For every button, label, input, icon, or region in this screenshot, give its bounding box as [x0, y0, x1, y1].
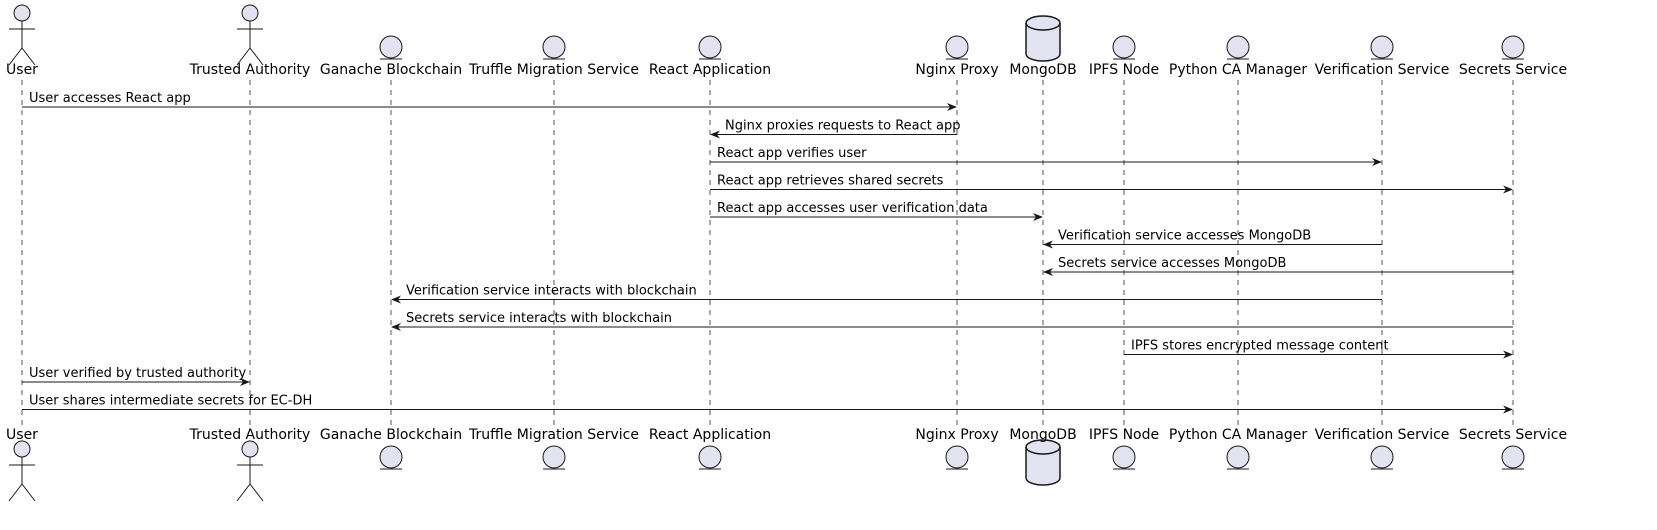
- message-label: React app accesses user verification dat…: [717, 201, 988, 216]
- participant-verif-bottom: Verification Service: [1315, 427, 1450, 470]
- message-12: User shares intermediate secrets for EC-…: [22, 394, 1513, 414]
- participant-truffle-bottom: Truffle Migration Service: [468, 427, 639, 470]
- message-8: Verification service interacts with bloc…: [391, 284, 1382, 304]
- participant-label: Truffle Migration Service: [468, 427, 639, 443]
- message-label: Verification service interacts with bloc…: [406, 284, 697, 299]
- participant-label: Trusted Authority: [189, 427, 311, 443]
- message-10: IPFS stores encrypted message content: [1124, 339, 1513, 359]
- participant-ta-top: Trusted Authority: [189, 4, 311, 78]
- participant-label: Ganache Blockchain: [320, 427, 462, 443]
- message-label: Nginx proxies requests to React app: [725, 119, 961, 134]
- message-3: React app verifies user: [710, 146, 1382, 166]
- participant-label: Nginx Proxy: [915, 427, 998, 443]
- message-7: Secrets service accesses MongoDB: [1043, 256, 1513, 276]
- participant-label: MongoDB: [1009, 427, 1076, 443]
- message-label: User shares intermediate secrets for EC-…: [29, 394, 312, 409]
- participant-label: Verification Service: [1315, 427, 1450, 443]
- message-9: Secrets service interacts with blockchai…: [391, 311, 1513, 331]
- message-label: IPFS stores encrypted message content: [1131, 339, 1389, 354]
- participant-nginx-top: Nginx Proxy: [915, 35, 999, 78]
- message-5: React app accesses user verification dat…: [710, 201, 1043, 221]
- message-label: React app verifies user: [717, 146, 867, 161]
- participant-label: Verification Service: [1315, 62, 1450, 78]
- message-4: React app retrieves shared secrets: [710, 174, 1513, 194]
- message-label: Verification service accesses MongoDB: [1058, 229, 1311, 244]
- message-label: React app retrieves shared secrets: [717, 174, 944, 189]
- participant-label: MongoDB: [1009, 62, 1076, 78]
- participant-label: User: [6, 62, 38, 78]
- participant-label: Nginx Proxy: [915, 62, 998, 78]
- participant-secrets-top: Secrets Service: [1459, 35, 1567, 78]
- participant-label: Truffle Migration Service: [468, 62, 639, 78]
- participant-nginx-bottom: Nginx Proxy: [915, 427, 999, 470]
- participant-label: Secrets Service: [1459, 62, 1567, 78]
- participant-ganache-top: Ganache Blockchain: [320, 35, 462, 78]
- participant-verif-top: Verification Service: [1315, 35, 1450, 78]
- message-label: User accesses React app: [29, 91, 191, 106]
- participant-label: Python CA Manager: [1169, 427, 1307, 443]
- message-label: User verified by trusted authority: [29, 366, 247, 381]
- participant-label: IPFS Node: [1089, 62, 1159, 78]
- participant-pyca-bottom: Python CA Manager: [1169, 427, 1307, 470]
- participant-label: Secrets Service: [1459, 427, 1567, 443]
- participant-label: React Application: [649, 427, 771, 443]
- participant-ganache-bottom: Ganache Blockchain: [320, 427, 462, 470]
- message-6: Verification service accesses MongoDB: [1043, 229, 1382, 249]
- message-11: User verified by trusted authority: [22, 366, 250, 386]
- participant-pyca-top: Python CA Manager: [1169, 35, 1307, 78]
- participant-ipfs-bottom: IPFS Node: [1089, 427, 1159, 470]
- message-1: User accesses React app: [22, 91, 957, 111]
- participant-ta-bottom: Trusted Authority: [189, 427, 311, 502]
- participant-mongo-top: MongoDB: [1009, 15, 1077, 78]
- participant-user-top: User: [6, 4, 38, 78]
- participant-label: Trusted Authority: [189, 62, 311, 78]
- participant-ipfs-top: IPFS Node: [1089, 35, 1159, 78]
- participant-mongo-bottom: MongoDB: [1009, 427, 1077, 486]
- participant-label: React Application: [649, 62, 771, 78]
- participant-truffle-top: Truffle Migration Service: [468, 35, 639, 78]
- participant-react-top: React Application: [649, 35, 771, 78]
- message-2: Nginx proxies requests to React app: [710, 119, 961, 139]
- participant-secrets-bottom: Secrets Service: [1459, 427, 1567, 470]
- participant-react-bottom: React Application: [649, 427, 771, 470]
- participant-label: Ganache Blockchain: [320, 62, 462, 78]
- participant-label: IPFS Node: [1089, 427, 1159, 443]
- participant-label: User: [6, 427, 38, 443]
- message-label: Secrets service interacts with blockchai…: [406, 311, 672, 326]
- participant-user-bottom: User: [6, 427, 38, 502]
- message-label: Secrets service accesses MongoDB: [1058, 256, 1286, 271]
- participant-label: Python CA Manager: [1169, 62, 1307, 78]
